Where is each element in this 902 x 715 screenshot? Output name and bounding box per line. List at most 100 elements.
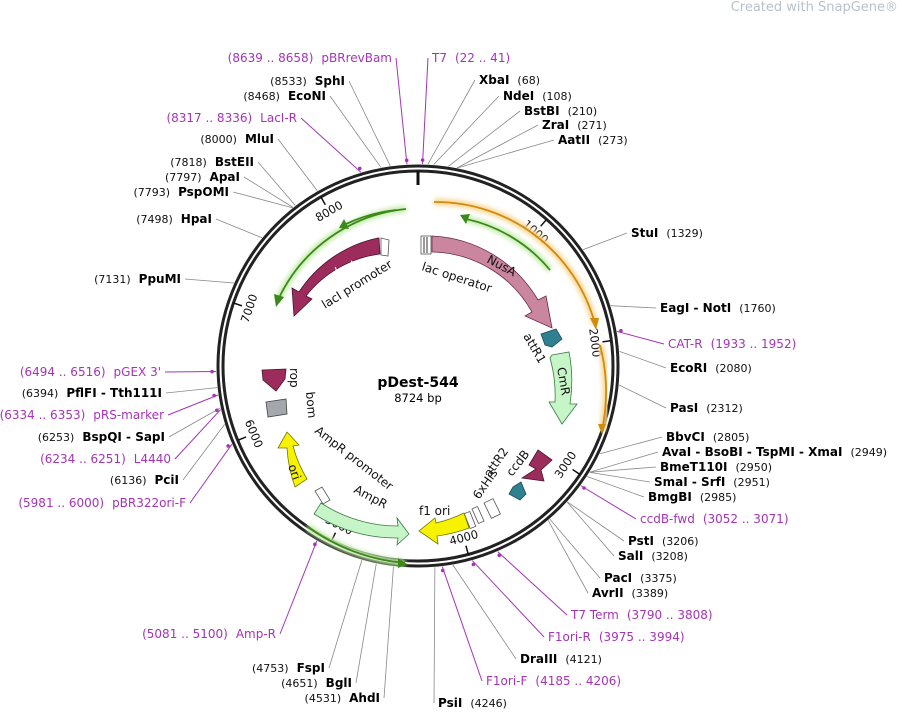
primer-label[interactable]: (5081 .. 5100)Amp-R [142, 627, 276, 641]
enzyme-position: (7818) [170, 156, 207, 169]
enzyme-label[interactable]: (6136)PciI [110, 473, 179, 487]
primer-label[interactable]: (6494 .. 6516)pGEX 3' [20, 365, 161, 379]
primer-label[interactable]: F1ori-F(4185 .. 4206) [486, 674, 621, 688]
enzyme-label[interactable]: (4531)AhdI [305, 691, 380, 705]
enzyme-label[interactable]: (4753)FspI [252, 661, 325, 675]
site-leader [329, 95, 382, 168]
tick-mark [320, 196, 326, 206]
enzyme-label[interactable]: (7498)HpaI [136, 212, 212, 226]
feature-ampr [313, 502, 410, 547]
primer-name: T7 [431, 51, 447, 65]
enzyme-label[interactable]: BstBI(210) [524, 104, 597, 118]
enzyme-label[interactable]: BbvCI(2805) [666, 430, 749, 444]
feature-cmr [548, 351, 578, 425]
primer-range: (5981 .. 6000) [18, 496, 104, 510]
enzyme-label[interactable]: (7793)PspOMI [133, 185, 229, 199]
enzyme-position: (7793) [133, 186, 170, 199]
enzyme-label[interactable]: SalI(3208) [618, 549, 688, 563]
enzyme-label[interactable]: (8533)SphI [270, 74, 345, 88]
primer-range: (6334 .. 6353) [0, 408, 85, 422]
site-leader [165, 387, 218, 394]
primer-site-marker [582, 486, 586, 490]
enzyme-label[interactable]: (8000)MluI [200, 132, 274, 146]
enzyme-label[interactable]: PstI(3206) [628, 534, 699, 548]
enzyme-label[interactable]: AvaI - BsoBI - TspMI - XmaI(2949) [662, 445, 887, 459]
feature-attr1 [540, 328, 563, 348]
feature-bom [265, 398, 288, 418]
enzyme-name: DraIII [520, 652, 557, 666]
site-leader [452, 564, 517, 660]
enzyme-name: SmaI - SrfI [654, 475, 725, 489]
enzyme-name: XbaI [479, 73, 509, 87]
green-track-arc-3-line [465, 218, 551, 271]
orange-track-head [590, 318, 599, 330]
enzyme-label[interactable]: ZraI(271) [542, 118, 607, 132]
primer-label[interactable]: (8317 .. 8336)LacI-R [166, 111, 297, 125]
primer-label[interactable]: (6234 .. 6251)L4440 [40, 452, 171, 466]
plasmid-name: pDest-544 [377, 375, 458, 391]
orange-track-arc-line [433, 201, 596, 325]
tick-label: 7000 [238, 292, 261, 324]
enzyme-label[interactable]: StuI(1329) [631, 226, 703, 240]
features [261, 235, 578, 547]
enzyme-label[interactable]: NdeI(108) [503, 89, 572, 103]
enzyme-label[interactable]: AvrII(3389) [592, 586, 668, 600]
enzyme-label[interactable]: PasI(2312) [670, 401, 743, 415]
site-leader [448, 110, 521, 167]
site-leader [566, 501, 615, 557]
enzyme-label[interactable]: (8468)EcoNI [243, 89, 326, 103]
primer-label[interactable]: (5981 .. 6000)pBR322ori-F [18, 496, 186, 510]
enzyme-label[interactable]: EagI - NotI(1760) [660, 301, 776, 315]
primer-label[interactable]: ccdB-fwd(3052 .. 3071) [640, 512, 789, 526]
enzyme-name: BstEII [215, 155, 254, 169]
primer-leader [497, 551, 568, 616]
enzyme-position: (8533) [270, 75, 307, 88]
enzyme-label[interactable]: (7797)ApaI [165, 170, 240, 184]
enzyme-label[interactable]: DraIII(4121) [520, 652, 602, 666]
enzyme-position: (3389) [632, 587, 669, 600]
site-leader [433, 567, 436, 704]
enzyme-label[interactable]: PsiI(4246) [438, 696, 507, 710]
site-leader [547, 520, 589, 594]
feature-6xhis-box-1 [483, 498, 501, 519]
enzyme-label[interactable]: AatII(273) [558, 133, 628, 147]
site-leader [355, 563, 377, 684]
tick-label: 8000 [313, 198, 345, 225]
site-leader [348, 80, 391, 167]
enzyme-label[interactable]: BmgBI(2985) [648, 490, 736, 504]
enzyme-name: PacI [604, 571, 632, 585]
enzyme-position: (7131) [94, 273, 131, 286]
primer-label[interactable]: CAT-R(1933 .. 1952) [668, 337, 796, 351]
enzyme-label[interactable]: SmaI - SrfI(2951) [654, 475, 770, 489]
enzyme-label[interactable]: (7131)PpuMI [94, 272, 181, 286]
enzyme-position: (2805) [713, 431, 750, 444]
primer-label[interactable]: (6334 .. 6353)pRS-marker [0, 408, 164, 422]
plasmid-length: 8724 bp [394, 391, 442, 405]
site-leader [427, 79, 476, 165]
enzyme-label[interactable]: (4651)BglI [281, 676, 352, 690]
enzyme-position: (2080) [715, 362, 752, 375]
site-leader [589, 466, 657, 473]
tick-label: 3000 [552, 449, 580, 481]
enzyme-position: (271) [577, 119, 607, 132]
enzyme-position: (1760) [739, 302, 776, 315]
enzyme-position: (6136) [110, 474, 147, 487]
primer-label[interactable]: (8639 .. 8658)pBRrevBam [228, 51, 392, 65]
enzyme-label[interactable]: PacI(3375) [604, 571, 677, 585]
primer-label[interactable]: T7 Term(3790 .. 3808) [570, 608, 713, 622]
site-leader [328, 559, 363, 669]
enzyme-label[interactable]: XbaI(68) [479, 73, 540, 87]
enzyme-position: (1329) [666, 227, 703, 240]
enzyme-position: (6253) [38, 431, 75, 444]
enzyme-label[interactable]: BmeT110I(2950) [660, 460, 772, 474]
primer-label[interactable]: F1ori-R(3975 .. 3994) [548, 630, 685, 644]
enzyme-label[interactable]: (7818) BstEII [170, 155, 254, 169]
enzyme-label[interactable]: EcoRI(2080) [670, 361, 752, 375]
enzyme-label[interactable]: (6253)BspQI - SapI [38, 430, 165, 444]
site-leader [182, 424, 225, 481]
site-leader [619, 350, 667, 369]
enzyme-position: (7797) [165, 171, 202, 184]
enzyme-label[interactable]: (6394)PflFI - Tth111I [22, 386, 162, 400]
enzyme-position: (3208) [651, 550, 688, 563]
primer-label[interactable]: T7(22 .. 41) [431, 51, 510, 65]
